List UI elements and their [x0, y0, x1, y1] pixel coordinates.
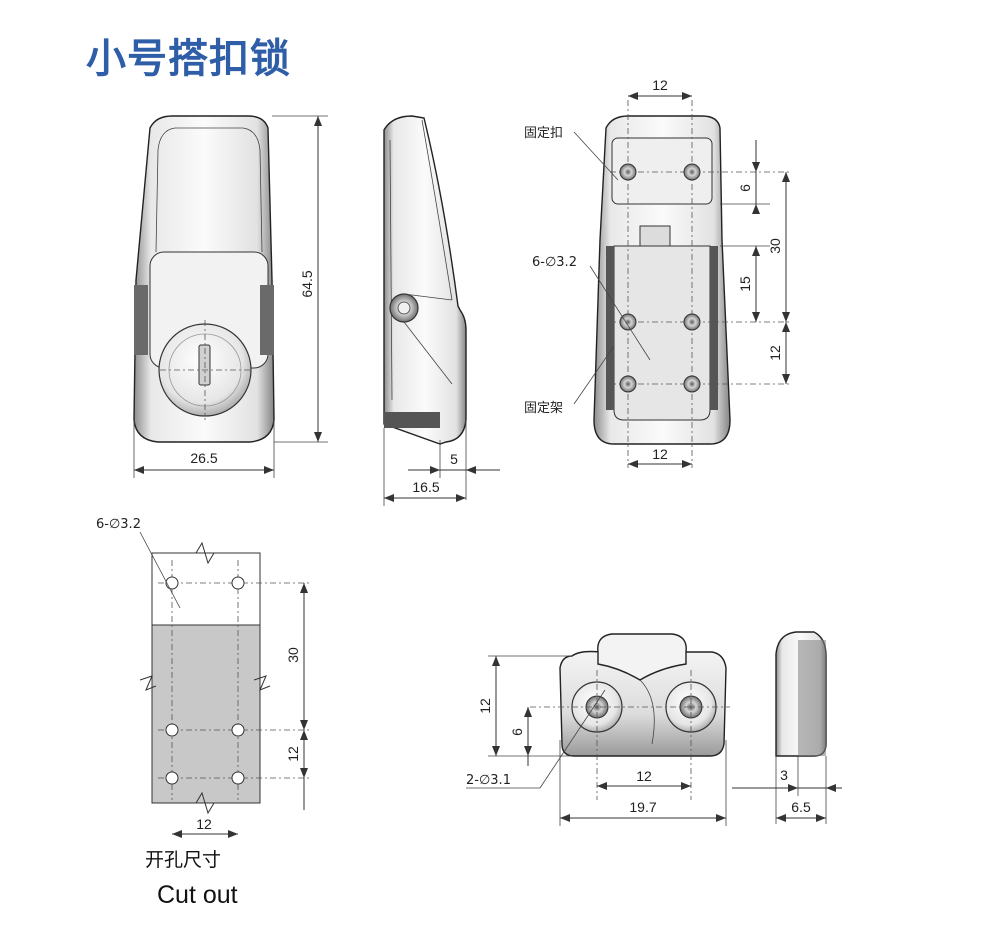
rear-hook [639, 225, 671, 247]
dim-rear-6: 6 [737, 184, 753, 192]
rear-hole-6 [683, 375, 701, 393]
rear-hole-4 [683, 313, 701, 331]
side-curve [421, 119, 453, 301]
label-fixed-frame: 固定架 [524, 401, 563, 416]
rear-hole-2 [683, 163, 701, 181]
dim-rear-30: 30 [767, 238, 783, 254]
keeper-hook [597, 633, 687, 681]
dim-rear-12: 12 [767, 345, 783, 361]
dim-rear-15: 15 [737, 276, 753, 292]
rear-hole-1 [619, 163, 637, 181]
cutout-upper-panel [151, 552, 261, 626]
dim-keeper-side-depth: 6.5 [791, 799, 811, 815]
rear-hole-3 [619, 313, 637, 331]
dim-keeper-hole-offset: 6 [509, 728, 525, 736]
cutout-view: 6-∅3.2 30 12 12 开孔尺寸 Cut out [96, 517, 310, 909]
front-view: 64.5 26.5 [133, 115, 328, 478]
dim-rear-top: 12 [652, 77, 668, 93]
rear-view: 12 12 6 30 15 12 固定扣 6-∅3.2 固定架 [524, 77, 790, 468]
front-right-hinge [260, 285, 274, 355]
label-fixed-buckle: 固定扣 [524, 126, 563, 141]
label-cut-holes: 6-∅3.2 [96, 517, 141, 532]
rear-fixed-frame [613, 245, 711, 421]
dim-cut-12: 12 [285, 746, 301, 762]
front-left-hinge [134, 285, 148, 355]
side-base-shadow [384, 412, 440, 428]
caption-en: Cut out [157, 881, 238, 909]
dim-cut-spacing: 12 [196, 816, 212, 832]
front-upper-recess [155, 127, 263, 253]
dim-front-width: 26.5 [190, 450, 217, 466]
dim-keeper-width: 19.7 [629, 799, 656, 815]
dim-keeper-side-thickness: 3 [780, 767, 788, 783]
side-view: 5 16.5 [383, 115, 500, 506]
cut-hole-2 [231, 576, 245, 590]
label-holes-6: 6-∅3.2 [532, 255, 577, 270]
rear-hole-5 [619, 375, 637, 393]
cut-hole-5 [165, 771, 179, 785]
cut-hole-3 [165, 723, 179, 737]
dim-keeper-height: 12 [477, 698, 493, 714]
cut-hole-4 [231, 723, 245, 737]
page-title: 小号搭扣锁 [86, 36, 291, 82]
rear-fixed-buckle [611, 137, 713, 205]
dim-keeper-hole-spacing: 12 [636, 768, 652, 784]
side-inner-edge [389, 139, 393, 401]
dim-cut-30: 30 [285, 647, 301, 663]
cut-hole-6 [231, 771, 245, 785]
dim-side-depth: 16.5 [412, 479, 439, 495]
dim-rear-bottom: 12 [652, 446, 668, 462]
label-keeper-holes: 2-∅3.1 [466, 773, 511, 788]
cut-hole-1 [165, 576, 179, 590]
key-slot [198, 344, 211, 386]
dim-side-offset: 5 [450, 451, 458, 467]
side-latch-body [383, 115, 467, 445]
dim-front-height: 64.5 [299, 270, 315, 297]
keeper-front-view: 12 6 2-∅3.1 12 19.7 [466, 633, 730, 826]
keeper-side-view: 3 6.5 [732, 631, 842, 824]
caption-cn: 开孔尺寸 [145, 849, 221, 871]
